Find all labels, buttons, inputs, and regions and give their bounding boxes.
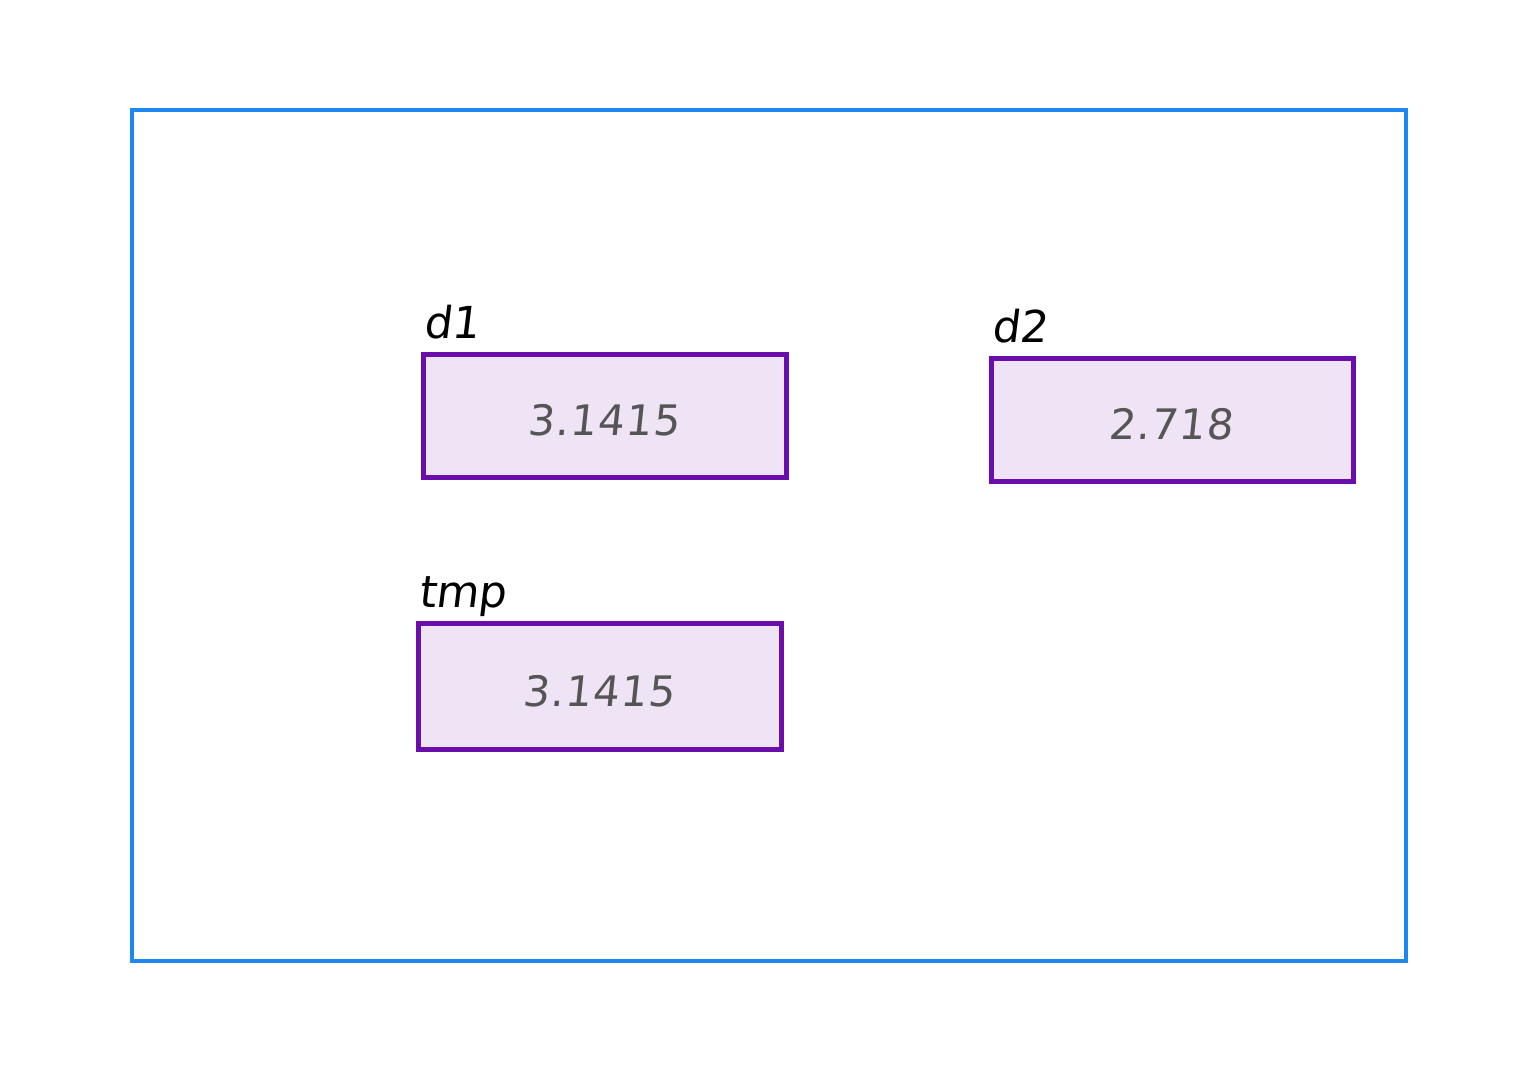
variable-cell-d2: d2 2.718 (989, 302, 1356, 484)
memory-frame: d1 3.1415 d2 2.718 tmp 3.1415 (130, 108, 1408, 963)
variable-value-d2: 2.718 (1106, 400, 1238, 449)
variable-value-tmp: 3.1415 (520, 666, 679, 716)
variable-cell-tmp: tmp 3.1415 (416, 567, 784, 752)
variable-label-tmp: tmp (416, 567, 510, 618)
variable-label-d1: d1 (421, 298, 484, 349)
variable-box-d1: 3.1415 (421, 352, 789, 480)
variable-box-tmp: 3.1415 (416, 621, 784, 752)
variable-box-d2: 2.718 (989, 356, 1356, 484)
variable-label-d2: d2 (989, 302, 1052, 353)
variable-value-d1: 3.1415 (525, 396, 684, 445)
variable-cell-d1: d1 3.1415 (421, 298, 789, 480)
